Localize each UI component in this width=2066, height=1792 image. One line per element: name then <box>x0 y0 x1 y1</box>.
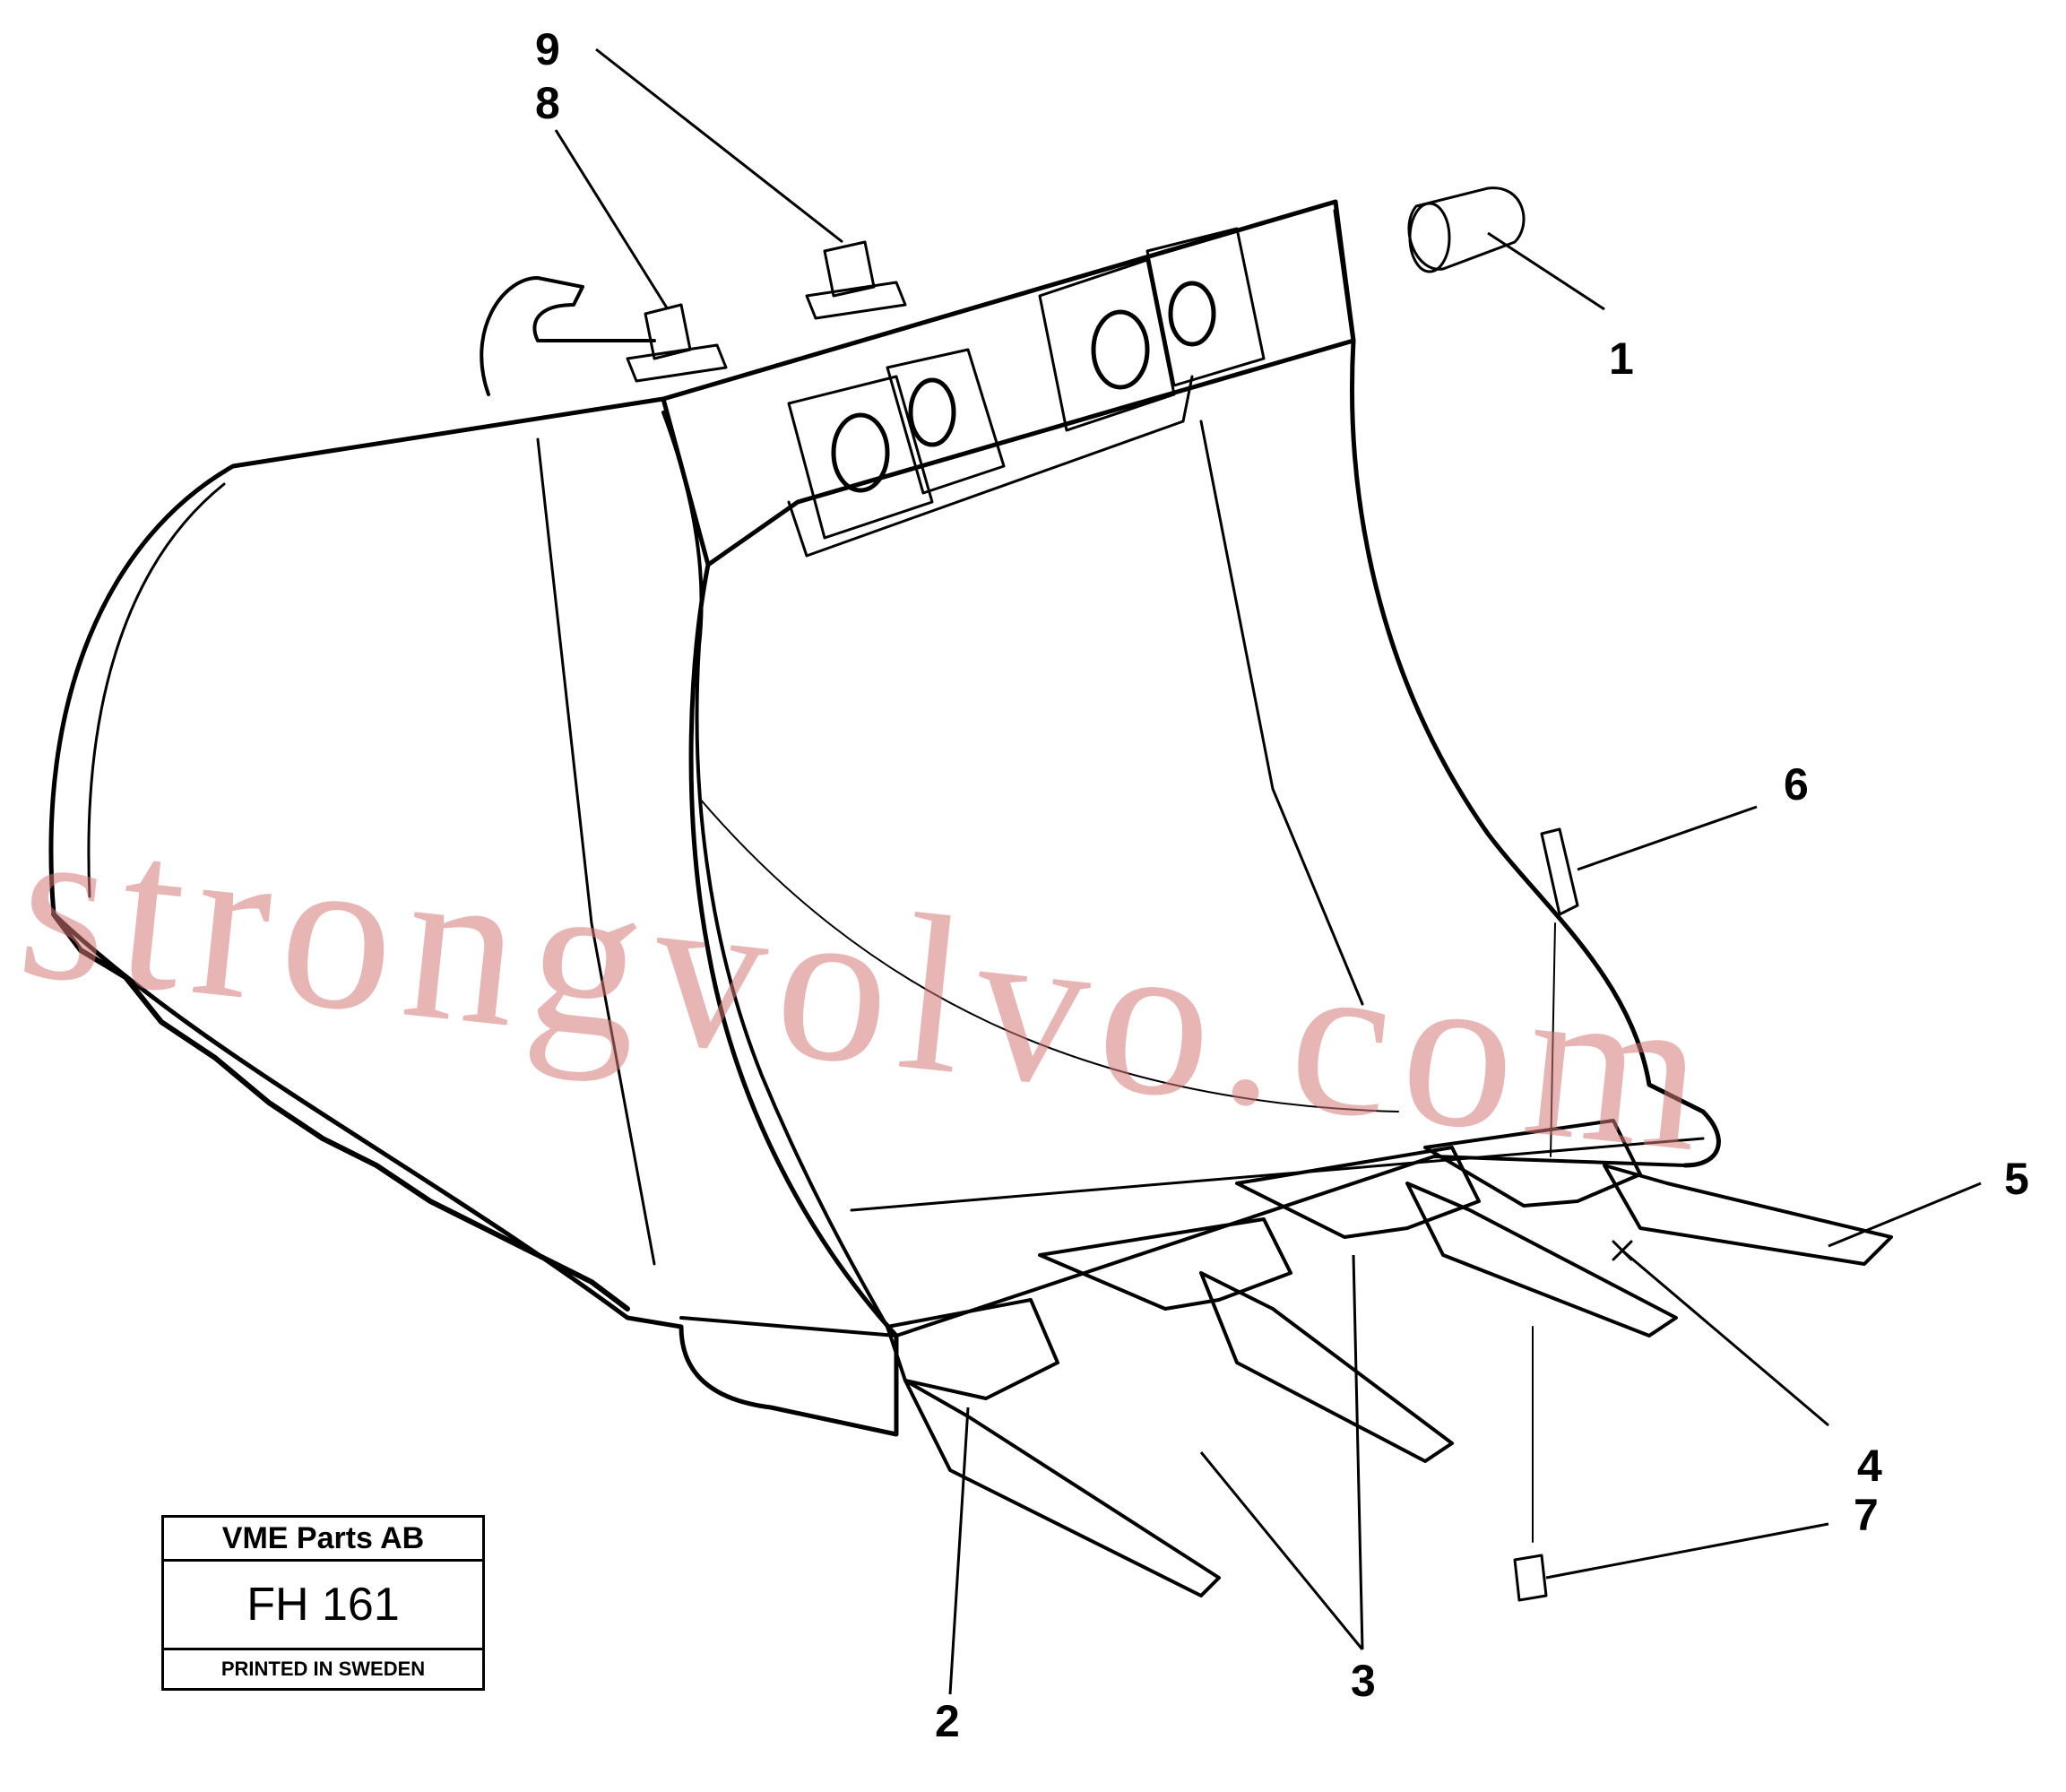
title-printed: PRINTED IN SWEDEN <box>220 1658 426 1680</box>
callout-6: 6 <box>1784 759 1809 809</box>
bucket-side-plate <box>536 437 656 1266</box>
bucket-side-edge <box>661 411 889 1329</box>
leader-3b <box>1352 1254 1364 1650</box>
bucket-inner-outline <box>87 482 226 898</box>
cutting-edge-inner <box>850 1137 1705 1212</box>
bracket-8 <box>626 303 728 383</box>
title-code: FH 161 <box>164 1562 482 1650</box>
adapter-3a <box>1038 1217 1292 1311</box>
leader-7 <box>1545 1522 1829 1580</box>
callout-7: 7 <box>1854 1490 1879 1540</box>
guide-6 <box>1550 922 1556 1157</box>
leader-5 <box>1828 1182 1982 1248</box>
tooth-5 <box>1603 1164 1893 1266</box>
tooth-2 <box>903 1379 1221 1597</box>
lug-hole-2 <box>908 377 956 447</box>
adapter-3b <box>1235 1146 1481 1239</box>
part-6 <box>1540 827 1579 916</box>
leader-6 <box>1577 805 1758 871</box>
leader-8 <box>554 129 670 310</box>
pin-1 <box>1407 186 1526 271</box>
part-7 <box>1513 1554 1548 1602</box>
teeth <box>886 1119 1893 1597</box>
lug-plates <box>787 227 1266 540</box>
tooth-3b <box>1405 1182 1678 1338</box>
title-company: VME Parts AB <box>164 1518 482 1562</box>
lug-hole-3 <box>1091 309 1150 390</box>
adapter-5 <box>1423 1119 1642 1208</box>
pin-1-end <box>1408 202 1451 273</box>
tooth-3a <box>1199 1271 1454 1463</box>
callout-5: 5 <box>2004 1154 2029 1204</box>
callout-2: 2 <box>935 1696 960 1746</box>
title-block: VME Parts AB FH 161 PRINTED IN SWEDEN <box>161 1515 485 1691</box>
leader-4 <box>1621 1249 1829 1427</box>
lug-hole-1 <box>831 412 890 493</box>
leader-3a <box>1199 1451 1364 1650</box>
callout-1: 1 <box>1609 333 1634 384</box>
top-beam <box>661 199 1356 567</box>
leader-9 <box>595 48 843 244</box>
lift-hook <box>480 276 656 396</box>
lug-hole-4 <box>1168 281 1216 347</box>
leader-1 <box>1487 231 1605 311</box>
wear-strip <box>51 912 630 1312</box>
leader-2 <box>948 1407 970 1695</box>
bottom-curve <box>698 797 1399 1112</box>
callout-4: 4 <box>1857 1441 1882 1491</box>
callout-8: 8 <box>535 78 560 128</box>
bracket-9 <box>805 240 907 320</box>
adapter-2 <box>886 1298 1059 1400</box>
right-side-plate <box>1333 208 1721 1168</box>
right-side-inner <box>1199 420 1364 1006</box>
callout-9: 9 <box>535 24 560 74</box>
top-beam-front <box>787 375 1194 558</box>
callout-3: 3 <box>1351 1656 1376 1706</box>
cutting-edge <box>679 1155 1687 1338</box>
bucket-shell-outline <box>48 396 899 1437</box>
